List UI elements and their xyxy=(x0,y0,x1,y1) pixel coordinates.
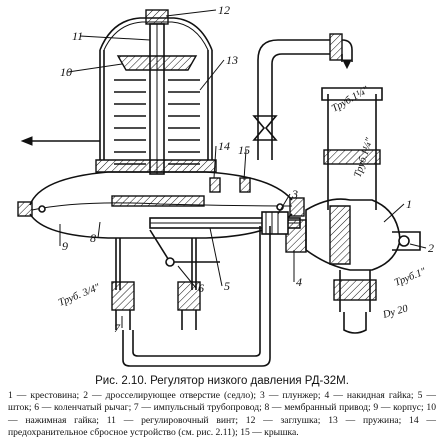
caption-title: Рис. 2.10. Регулятор низкого давления РД… xyxy=(95,375,349,387)
valve-body xyxy=(111,198,421,330)
callout-14: 14 xyxy=(218,139,230,153)
callout-4: 4 xyxy=(296,275,302,289)
callout-leader-6 xyxy=(177,265,197,289)
callout-leader-8 xyxy=(97,221,101,239)
callout-12: 12 xyxy=(218,3,230,17)
callout-9: 9 xyxy=(62,239,68,253)
callout-7: 7 xyxy=(114,321,121,335)
spring xyxy=(114,79,200,165)
right-vertical-pipe xyxy=(321,87,383,334)
callout-leader-5 xyxy=(209,227,223,287)
callout-13: 13 xyxy=(226,53,238,67)
callout-leader-10 xyxy=(67,63,123,73)
caption-legend: 1 — крестовина; 2 — дросселирующее отвер… xyxy=(8,390,436,439)
callout-leader-13 xyxy=(199,59,225,91)
callout-leader-1 xyxy=(383,203,405,223)
callout-2: 2 xyxy=(428,241,434,255)
label-pipe-right: Труб.1" xyxy=(393,266,428,289)
callout-1: 1 xyxy=(406,197,412,211)
callout-leader-14 xyxy=(213,145,217,179)
callout-leader-3 xyxy=(277,193,291,215)
callout-15: 15 xyxy=(238,143,250,157)
spring-housing xyxy=(95,9,217,175)
callout-leader-11 xyxy=(79,35,151,41)
callout-5: 5 xyxy=(224,279,230,293)
callout-3: 3 xyxy=(291,187,298,201)
callout-11: 11 xyxy=(72,29,83,43)
callout-6: 6 xyxy=(198,281,204,295)
callout-10: 10 xyxy=(60,65,72,79)
impulse-pipe xyxy=(122,226,271,367)
label-dn: Dy 20 xyxy=(381,303,410,321)
outlet-arrow xyxy=(20,136,100,146)
figure-caption: Рис. 2.10. Регулятор низкого давления РД… xyxy=(8,374,436,440)
callout-8: 8 xyxy=(90,231,96,245)
callout-leader-15 xyxy=(243,149,247,181)
label-pipe-left: Труб. 3/4" xyxy=(57,282,102,309)
right-upper-pipe xyxy=(252,33,353,160)
callout-leader-2 xyxy=(409,243,427,249)
regulator-diagram: Труб.1¼" Труб.1¼" Труб.1" Труб. 3/4" Dy … xyxy=(17,3,434,367)
callout-leader-12 xyxy=(165,9,217,17)
